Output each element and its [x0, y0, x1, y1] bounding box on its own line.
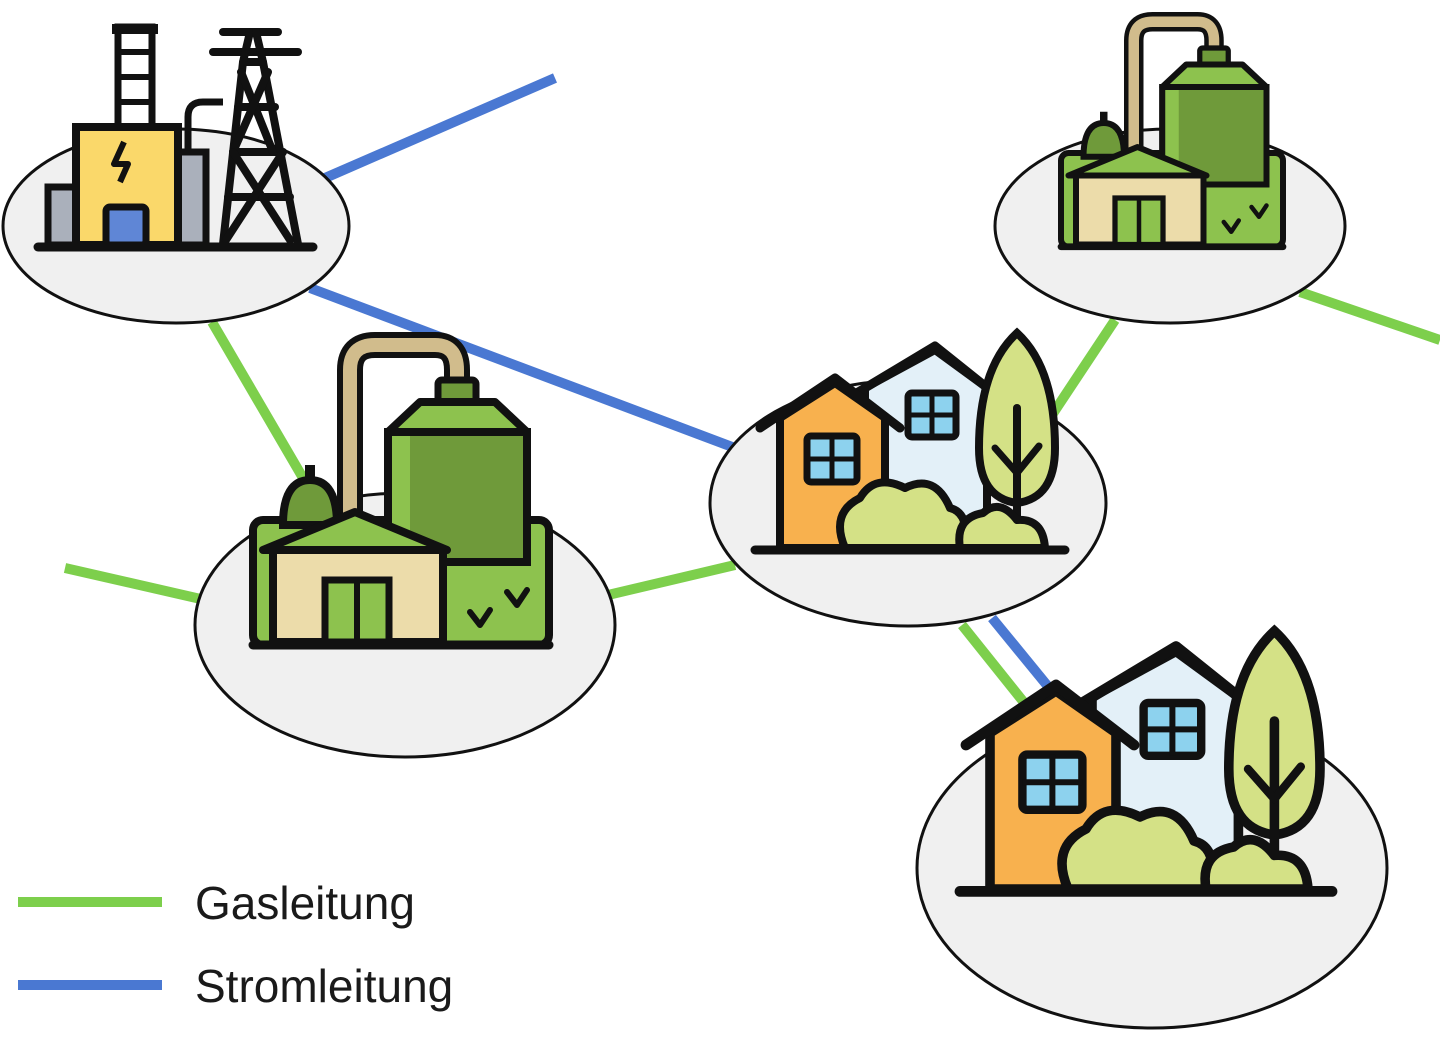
biogas-plant-small-icon	[1061, 22, 1283, 247]
gas-line-biogas-settlement	[606, 560, 737, 600]
biogas-plant-large-icon	[253, 345, 549, 645]
power-line-settlement-settlement	[988, 614, 1059, 699]
legend-power-label: Stromleitung	[195, 960, 454, 1012]
gas-lines	[63, 287, 1440, 714]
legend	[18, 897, 162, 990]
houses-bottom-icon	[960, 631, 1332, 891]
gas-line-right	[1298, 287, 1440, 345]
legend-gas-label: Gasleitung	[195, 877, 415, 929]
power-line-powerplant-settlement	[308, 283, 737, 453]
gas-line-left	[63, 563, 207, 605]
power-plant-icon	[33, 23, 318, 252]
power-line-top	[323, 73, 557, 183]
gas-line-powerplant-biogas	[207, 319, 315, 493]
houses-center-icon	[755, 333, 1065, 550]
power-lines	[308, 73, 1059, 699]
gas-line-settlement-settlement	[958, 621, 1034, 714]
gas-line-settlement-biogas-small	[1045, 317, 1120, 421]
